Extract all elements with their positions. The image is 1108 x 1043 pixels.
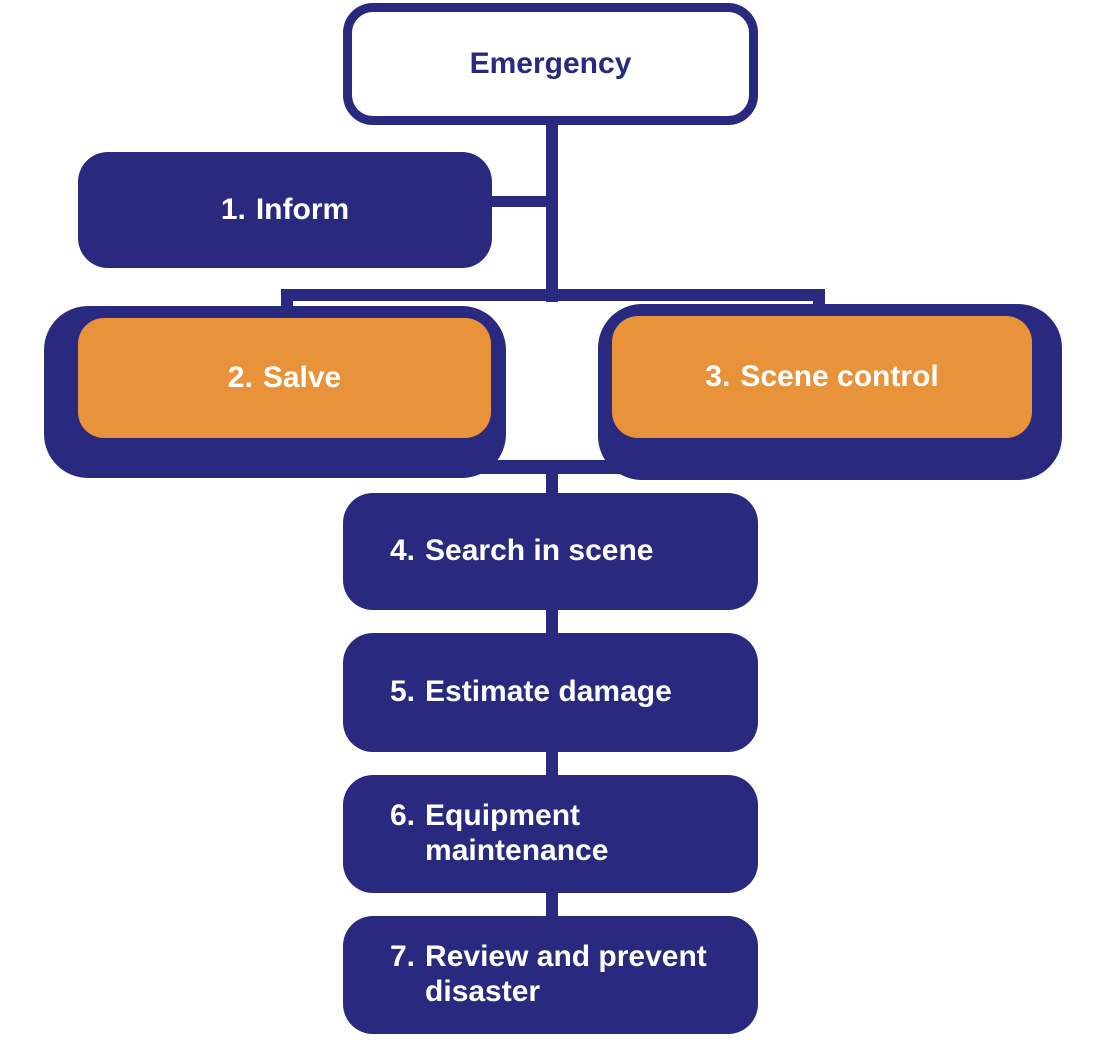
node-salve-content: 2. Salve xyxy=(228,361,341,396)
node-inform-number: 1. xyxy=(220,192,246,226)
node-scene-control: 3. Scene control xyxy=(612,316,1032,438)
node-scene-control-content: 3. Scene control xyxy=(705,360,938,395)
node-equipment-maintenance-number: 6. xyxy=(390,799,416,833)
connector-inform-branch xyxy=(486,196,552,207)
node-search-in-scene-content: 4. Search in scene xyxy=(390,534,654,569)
node-search-in-scene: 4. Search in scene xyxy=(343,493,758,610)
connector-step5-step6 xyxy=(546,747,558,780)
node-estimate-damage-number: 5. xyxy=(390,675,416,709)
node-search-in-scene-label: Search in scene xyxy=(425,534,654,568)
connector-step6-step7 xyxy=(546,888,558,921)
connector-merge-trunk xyxy=(546,460,558,500)
connector-emergency-trunk xyxy=(546,118,558,302)
node-inform: 1. Inform xyxy=(78,152,492,268)
node-salve-number: 2. xyxy=(227,360,253,394)
node-salve: 2. Salve xyxy=(78,318,491,438)
node-emergency-content: Emergency xyxy=(470,47,632,82)
node-estimate-damage-label: Estimate damage xyxy=(425,675,672,709)
node-salve-label: Salve xyxy=(262,360,342,394)
node-search-in-scene-number: 4. xyxy=(390,534,416,568)
node-estimate-damage-content: 5. Estimate damage xyxy=(390,675,672,710)
node-review-and-prevent-disaster: 7. Review and prevent disaster xyxy=(343,916,758,1034)
node-review-and-prevent-disaster-label: Review and prevent disaster xyxy=(425,940,707,1008)
connector-branch-horizontal xyxy=(281,289,825,301)
node-equipment-maintenance-content: 6. Equipment maintenance xyxy=(390,799,608,869)
node-estimate-damage: 5. Estimate damage xyxy=(343,633,758,752)
node-scene-control-number: 3. xyxy=(705,359,731,393)
node-inform-content: 1. Inform xyxy=(221,193,349,228)
connector-step4-step5 xyxy=(546,605,558,638)
node-inform-label: Inform xyxy=(255,192,350,226)
node-equipment-maintenance-label: Equipment maintenance xyxy=(425,799,609,867)
node-emergency: Emergency xyxy=(343,3,758,125)
node-review-and-prevent-disaster-content: 7. Review and prevent disaster xyxy=(390,940,707,1010)
node-equipment-maintenance: 6. Equipment maintenance xyxy=(343,775,758,893)
node-scene-control-label: Scene control xyxy=(740,359,939,393)
node-review-and-prevent-disaster-number: 7. xyxy=(390,940,416,974)
node-emergency-label: Emergency xyxy=(469,46,632,80)
